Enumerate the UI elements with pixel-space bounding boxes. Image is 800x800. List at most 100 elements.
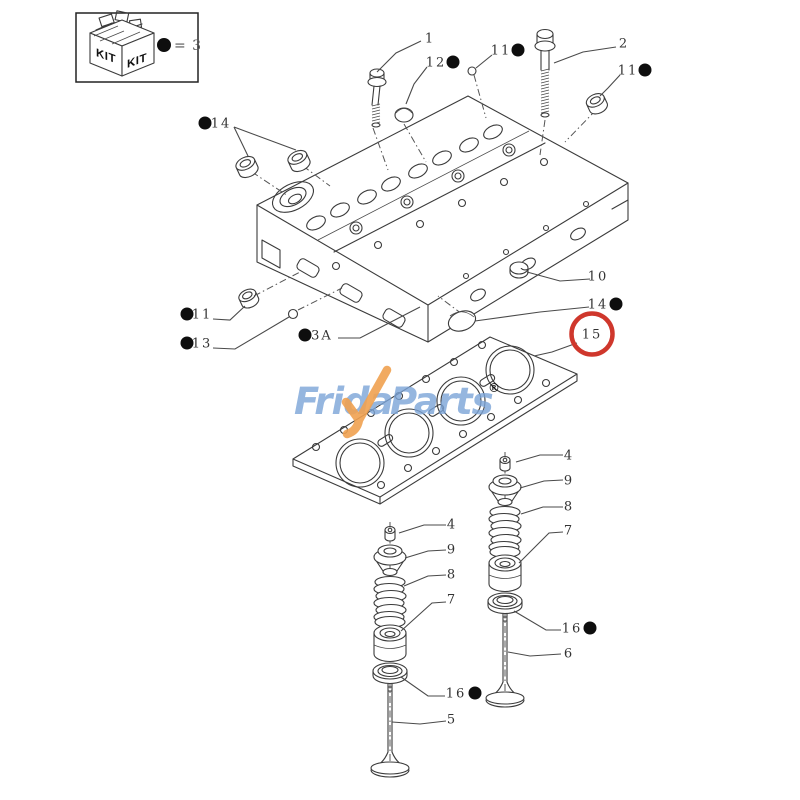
line-art-shape [400, 195, 414, 209]
callout-label: 16 [446, 687, 467, 702]
leader-line [338, 306, 421, 339]
line-art-shape [509, 261, 529, 279]
line-art-shape [279, 186, 307, 208]
kit-item-dot [609, 297, 623, 311]
line-art-shape [379, 627, 401, 639]
leader-line [403, 574, 447, 587]
line-art-shape [292, 373, 578, 505]
valve-seal-washer [372, 662, 408, 685]
kit-item-dot [638, 63, 652, 77]
line-art-shape [432, 150, 452, 166]
valve-keeper [384, 525, 396, 542]
line-art-shape [470, 288, 486, 302]
cylinder-head-drawing [256, 95, 629, 343]
line-art-shape [369, 68, 385, 78]
line-art-shape [370, 769, 410, 778]
spring-seat [373, 624, 407, 663]
line-art-shape [373, 624, 407, 642]
callout-label: 1 [425, 32, 435, 47]
callout-5: 5 [391, 713, 455, 728]
line-art-shape [339, 442, 381, 484]
line-art-shape [499, 177, 509, 187]
line-art-shape [335, 438, 385, 488]
line-art-shape [376, 480, 386, 490]
line-art-shape [436, 376, 486, 426]
cup-seal-14a [235, 155, 259, 179]
head-gasket-drawing [292, 336, 578, 505]
line-art-shape [339, 283, 363, 303]
line-art-shape [570, 227, 586, 241]
line-art-shape [394, 107, 414, 123]
cup-seal-11-right [585, 93, 608, 115]
line-art-shape [382, 567, 398, 577]
line-art-shape [539, 157, 549, 167]
callout-label: 14 [211, 117, 232, 132]
line-art-shape [287, 193, 303, 205]
callout-label: 15 [582, 328, 603, 343]
callout-7: 7 [400, 593, 455, 632]
line-art-shape [489, 349, 531, 391]
callout-6: 6 [507, 647, 572, 662]
line-art-shape [381, 176, 401, 192]
line-art-shape [421, 374, 431, 384]
line-art-shape [539, 119, 546, 156]
line-art-shape [377, 664, 403, 678]
line-art-shape [352, 224, 360, 232]
line-art-shape [542, 224, 550, 232]
line-art-shape [440, 380, 482, 422]
kit-legend-dot [157, 38, 171, 52]
leader-line [212, 316, 290, 350]
leader-line [553, 46, 617, 64]
leader-line [404, 549, 447, 559]
leader-line [533, 342, 578, 357]
callout-11: 11 [180, 305, 246, 323]
kit-item-dot [180, 336, 194, 350]
line-art-shape [505, 146, 513, 154]
callout-label: 16 [562, 622, 583, 637]
gasket-bores [335, 345, 535, 488]
leader-line [400, 601, 447, 632]
line-art-shape [534, 40, 556, 52]
line-art-shape [377, 433, 394, 447]
line-art-shape [449, 311, 475, 318]
callout-11: 11 [475, 43, 525, 69]
line-art-shape [302, 165, 331, 187]
bolt-1 [367, 68, 387, 128]
head-body [256, 95, 629, 343]
leader-line [513, 610, 561, 631]
line-art-shape [394, 391, 404, 401]
head-detail-lines [261, 199, 629, 269]
line-art-shape [317, 130, 530, 241]
kit-item-dot [198, 116, 212, 130]
kit-item-dot [468, 686, 482, 700]
line-art-shape [371, 122, 381, 128]
valve-assembly-left [370, 522, 410, 778]
leader-line [405, 66, 428, 105]
line-art-shape [502, 248, 510, 256]
spring-retainer [373, 544, 407, 577]
line-art-shape [330, 202, 350, 218]
kit-legend-text: = 3 [174, 38, 202, 54]
callout-9: 9 [404, 543, 455, 559]
line-art-shape [485, 345, 535, 395]
line-art-shape [459, 137, 479, 153]
line-art-shape [449, 357, 459, 367]
ball-13 [287, 308, 299, 320]
callout-13: 13 [180, 316, 290, 352]
line-art-shape [457, 198, 467, 208]
line-art-shape [253, 271, 301, 297]
kit-box-border [75, 12, 199, 83]
cup-seal-14b [287, 149, 311, 173]
line-art-shape [540, 50, 550, 71]
leader-line [518, 531, 564, 564]
line-art-shape [370, 761, 410, 775]
callout-3A: 3A [298, 306, 421, 344]
line-art-shape [437, 295, 463, 315]
line-art-shape [357, 189, 377, 205]
callout-2: 2 [553, 37, 627, 64]
callout-10: 10 [526, 270, 606, 285]
line-art-shape [536, 28, 554, 40]
